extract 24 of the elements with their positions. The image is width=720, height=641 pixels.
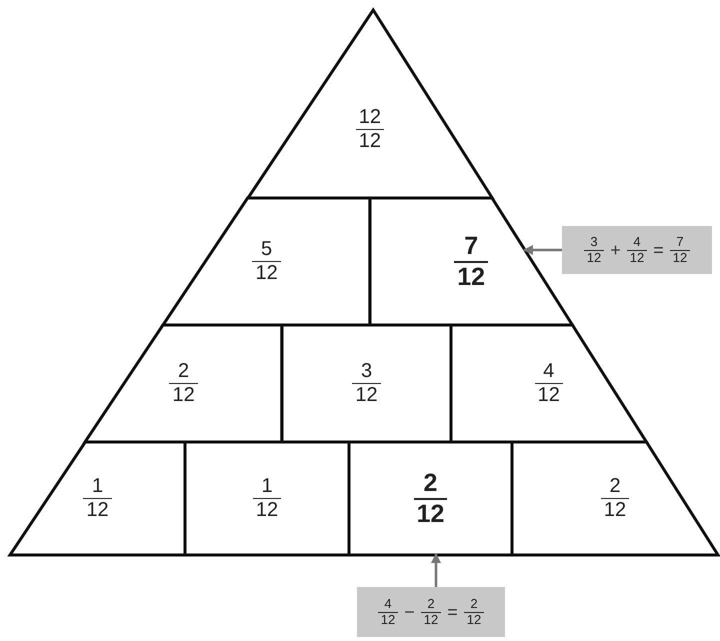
fraction: 4 12	[534, 360, 563, 407]
fraction: 2 12	[420, 596, 442, 628]
fraction: 2 12	[464, 596, 484, 628]
fraction: 7 12	[670, 234, 690, 266]
fraction: 3 12	[584, 234, 604, 266]
arrow	[431, 553, 441, 587]
operator-sign: =	[653, 240, 664, 260]
fraction: 4 12	[378, 596, 398, 628]
fraction: 2 12	[169, 360, 198, 407]
operator-sign: −	[404, 602, 415, 622]
fraction: 7 12	[454, 232, 488, 292]
fraction: 3 12	[352, 360, 381, 407]
fraction: 5 12	[252, 238, 281, 285]
fraction: 12 12	[356, 106, 384, 152]
fraction: 1 12	[252, 475, 282, 522]
fraction: 2 12	[600, 475, 630, 522]
operator-sign: +	[610, 240, 621, 260]
equation-box	[562, 226, 712, 274]
fraction: 4 12	[626, 234, 648, 266]
arrow	[522, 245, 562, 255]
equation-box	[357, 587, 505, 637]
operator-sign: =	[447, 602, 458, 622]
fraction: 1 12	[83, 475, 112, 522]
fraction: 2 12	[414, 468, 448, 528]
